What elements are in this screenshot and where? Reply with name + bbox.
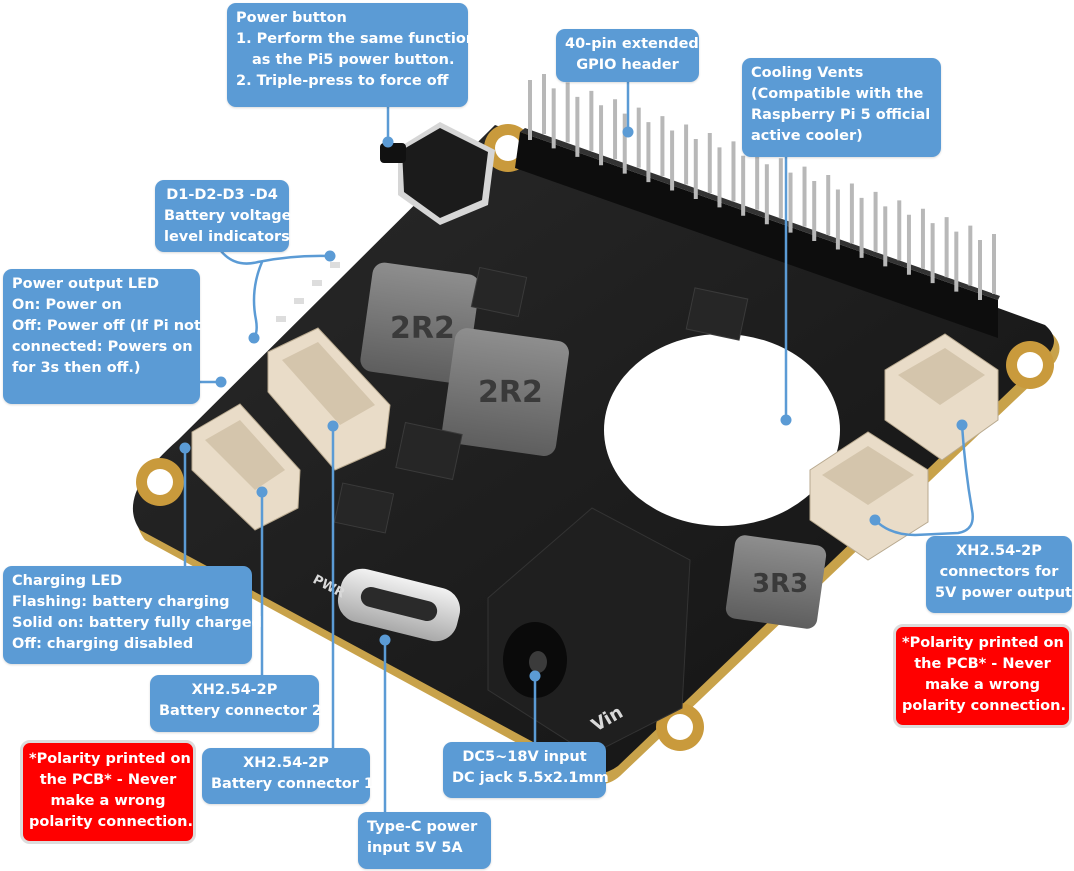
callout-cooling-vents: Cooling Vents (Compatible with the Raspb… <box>742 58 941 157</box>
gpio-header-line-2: GPIO header <box>576 57 679 73</box>
callout-output-connectors: XH2.54-2P connectors for 5V power output <box>926 536 1072 613</box>
mounting-hole <box>136 458 184 506</box>
warning-right-line-1: *Polarity printed on <box>902 635 1064 651</box>
cooling-vents-line-3: Raspberry Pi 5 official <box>751 107 931 123</box>
power-button-title: Power button <box>236 10 347 26</box>
warning-left-line-2: the PCB* - Never <box>39 772 177 788</box>
inductor-2r2-left: 2R2 <box>360 262 480 384</box>
warning-right-line-3: make a wrong <box>924 677 1041 693</box>
mounting-hole <box>1006 341 1054 389</box>
power-output-led-line-3: Off: Power off (If Pi not <box>12 318 201 334</box>
warning-right-line-2: the PCB* - Never <box>914 656 1051 672</box>
output-connectors-line-3: 5V power output <box>935 585 1072 601</box>
polarity-warning-right: *Polarity printed on the PCB* - Never ma… <box>893 624 1072 728</box>
typec-input-line-2: input 5V 5A <box>367 840 463 856</box>
inductor-2r2-right: 2R2 <box>442 328 569 456</box>
cooling-vents-line-2: (Compatible with the <box>751 86 924 102</box>
battery-connector-2-line-1: XH2.54-2P <box>191 682 278 698</box>
callout-charging-led: Charging LED Flashing: battery charging … <box>3 566 262 664</box>
power-button <box>380 122 495 225</box>
power-button-line-1: 1. Perform the same function <box>236 31 477 47</box>
power-button-line-3: 2. Triple-press to force off <box>236 73 449 89</box>
usb-c-port <box>337 568 461 642</box>
power-output-led-line-2: On: Power on <box>12 297 122 313</box>
inductor-3r3: 3R3 <box>725 535 827 629</box>
power-output-led-line-5: for 3s then off.) <box>12 360 141 376</box>
output-connectors-line-1: XH2.54-2P <box>956 543 1042 559</box>
power-button-line-2: as the Pi5 power button. <box>252 52 455 68</box>
charging-led-line-4: Off: charging disabled <box>12 636 194 652</box>
gpio-pins <box>528 74 996 300</box>
battery-indicators-line-3: level indicators <box>164 229 290 245</box>
inductor-marking: 2R2 <box>478 375 543 410</box>
dc-input-line-2: DC jack 5.5x2.1mm <box>452 770 609 786</box>
cooling-vents-line-4: active cooler) <box>751 128 863 144</box>
dc-input-line-1: DC5~18V input <box>462 749 587 765</box>
charging-led-line-1: Charging LED <box>12 573 123 589</box>
cooling-vent-hole <box>604 334 840 526</box>
battery-connector-1-line-1: XH2.54-2P <box>243 755 329 771</box>
battery-connector-1-body <box>267 327 391 471</box>
output-connector-2-body <box>809 431 929 561</box>
callout-power-button: Power button 1. Perform the same functio… <box>227 3 477 107</box>
battery-connector-2-body <box>191 403 301 531</box>
inductor-marking: 3R3 <box>752 569 808 599</box>
warning-left-line-4: polarity connection. <box>29 814 193 830</box>
warning-left-line-3: make a wrong <box>50 793 166 809</box>
callout-battery-connector-1: XH2.54-2P Battery connector 1 <box>202 748 374 804</box>
output-connectors-line-2: connectors for <box>939 564 1059 580</box>
power-output-led-line-1: Power output LED <box>12 276 160 292</box>
ic-chips <box>333 266 749 534</box>
callout-power-output-led: Power output LED On: Power on Off: Power… <box>3 269 201 404</box>
battery-level-leds <box>276 262 340 322</box>
callout-gpio-header: 40-pin extended GPIO header <box>556 29 699 82</box>
callout-typec-input: Type-C power input 5V 5A <box>358 812 491 869</box>
warning-left-line-1: *Polarity printed on <box>29 751 191 767</box>
typec-input-line-1: Type-C power <box>367 819 478 835</box>
gpio-header <box>515 74 1000 338</box>
callout-battery-indicators: D1-D2-D3 -D4 Battery voltage level indic… <box>155 180 292 252</box>
charging-led-line-2: Flashing: battery charging <box>12 594 230 610</box>
battery-connector-1-line-2: Battery connector 1 <box>211 776 374 792</box>
battery-indicators-line-2: Battery voltage <box>164 208 292 224</box>
gpio-header-line-1: 40-pin extended <box>565 36 699 52</box>
polarity-warning-left: *Polarity printed on the PCB* - Never ma… <box>20 740 196 844</box>
battery-indicators-line-1: D1-D2-D3 -D4 <box>166 187 278 203</box>
cooling-vents-line-1: Cooling Vents <box>751 65 864 81</box>
dc-jack <box>487 507 691 756</box>
callout-battery-connector-2: XH2.54-2P Battery connector 2 <box>150 675 322 732</box>
inductor-marking: 2R2 <box>390 311 455 346</box>
leader-lines <box>179 80 974 812</box>
callout-dc-input: DC5~18V input DC jack 5.5x2.1mm <box>443 742 609 798</box>
output-connector-1-body <box>884 333 999 461</box>
charging-led-line-3: Solid on: battery fully charged <box>12 615 262 631</box>
warning-right-line-4: polarity connection. <box>902 698 1066 714</box>
battery-connector-2-line-2: Battery connector 2 <box>159 703 322 719</box>
power-output-led-line-4: connected: Powers on <box>12 339 193 355</box>
